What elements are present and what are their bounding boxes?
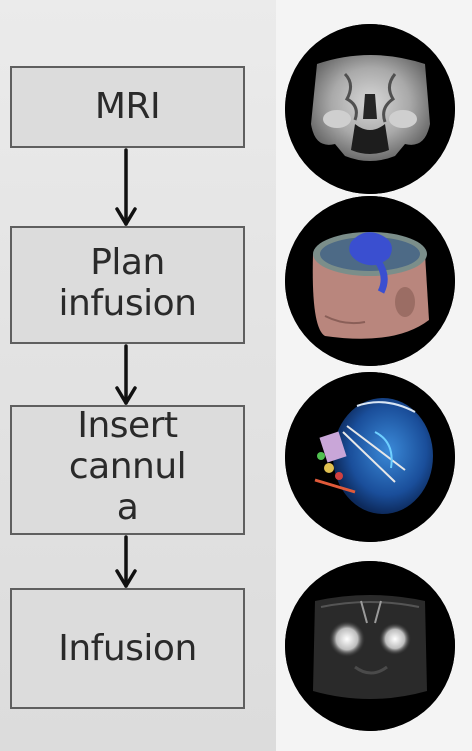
mri-coronal-brain-scan-icon [285,24,455,194]
step-box-insert-cannula: Insert cannul a [10,405,245,535]
thumbnail-mri-scan [285,24,455,194]
thumbnail-insert-cannula [285,372,455,542]
3d-head-render-with-infusion-plan-icon [285,196,455,366]
thumbnail-plan-infusion [285,196,455,366]
step-label-plan-infusion: Plan infusion [12,242,243,324]
step-box-infusion: Infusion [10,588,245,709]
step-box-mri: MRI [10,66,245,148]
step-label-infusion: Infusion [12,628,243,669]
arrow-down-icon [117,537,135,586]
infusion-mri-result-scan-icon [285,561,455,731]
arrow-down-icon [117,346,135,403]
thumbnail-infusion-result [285,561,455,731]
cannula-insertion-3d-render-icon [285,372,455,542]
step-label-mri: MRI [12,86,243,127]
step-label-insert-cannula: Insert cannul a [12,405,243,528]
arrow-down-icon [117,150,135,224]
step-box-plan-infusion: Plan infusion [10,226,245,344]
